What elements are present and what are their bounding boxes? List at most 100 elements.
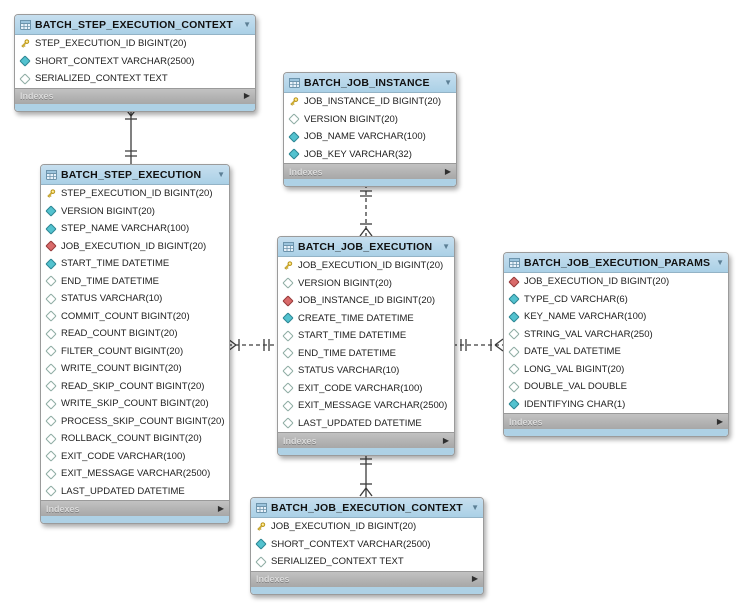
column-row[interactable]: WRITE_COUNT BIGINT(20): [41, 360, 229, 378]
column-row[interactable]: EXIT_CODE VARCHAR(100): [41, 448, 229, 466]
column-row[interactable]: EXIT_MESSAGE VARCHAR(2500): [41, 465, 229, 483]
column-row[interactable]: STEP_EXECUTION_ID BIGINT(20): [41, 185, 229, 203]
column-row[interactable]: END_TIME DATETIME: [278, 345, 454, 363]
indexes-row[interactable]: Indexes ▶: [15, 87, 255, 104]
collapse-triangle-icon[interactable]: ▼: [442, 241, 450, 251]
table-bottom-strip: [41, 516, 229, 523]
primary-key-icon: [256, 522, 266, 532]
column-label: JOB_EXECUTION_ID BIGINT(20): [271, 521, 417, 533]
column-row[interactable]: SHORT_CONTEXT VARCHAR(2500): [251, 536, 483, 554]
column-row[interactable]: VERSION BIGINT(20): [284, 111, 456, 129]
table-title: BATCH_JOB_EXECUTION: [298, 240, 433, 253]
column-row[interactable]: READ_COUNT BIGINT(20): [41, 325, 229, 343]
nullable-diamond-icon: [282, 347, 294, 359]
expand-arrow-icon[interactable]: ▶: [471, 574, 478, 583]
column-row[interactable]: EXIT_CODE VARCHAR(100): [278, 380, 454, 398]
column-row[interactable]: JOB_INSTANCE_ID BIGINT(20): [284, 93, 456, 111]
column-row[interactable]: READ_SKIP_COUNT BIGINT(20): [41, 378, 229, 396]
column-label: DATE_VAL DATETIME: [524, 346, 621, 358]
foreign-key-icon: [508, 276, 520, 288]
collapse-triangle-icon[interactable]: ▼: [217, 169, 225, 179]
column-row[interactable]: VERSION BIGINT(20): [41, 203, 229, 221]
column-row[interactable]: JOB_INSTANCE_ID BIGINT(20): [278, 292, 454, 310]
notnull-diamond-icon: [45, 258, 57, 270]
column-row[interactable]: END_TIME DATETIME: [41, 273, 229, 291]
table-title: BATCH_JOB_INSTANCE: [304, 76, 430, 89]
collapse-triangle-icon[interactable]: ▼: [444, 77, 452, 87]
column-row[interactable]: ROLLBACK_COUNT BIGINT(20): [41, 430, 229, 448]
expand-arrow-icon[interactable]: ▶: [243, 91, 250, 100]
collapse-triangle-icon[interactable]: ▼: [243, 19, 251, 29]
column-row[interactable]: PROCESS_SKIP_COUNT BIGINT(20): [41, 413, 229, 431]
expand-arrow-icon[interactable]: ▶: [716, 416, 723, 426]
column-label: FILTER_COUNT BIGINT(20): [61, 345, 184, 357]
indexes-row[interactable]: Indexes ▶: [41, 500, 229, 516]
column-row[interactable]: JOB_KEY VARCHAR(32): [284, 146, 456, 164]
notnull-diamond-icon: [282, 312, 294, 324]
column-row[interactable]: START_TIME DATETIME: [278, 327, 454, 345]
expand-arrow-icon[interactable]: ▶: [444, 166, 451, 176]
column-row[interactable]: JOB_EXECUTION_ID BIGINT(20): [278, 257, 454, 275]
column-row[interactable]: KEY_NAME VARCHAR(100): [504, 308, 728, 326]
column-row[interactable]: STEP_NAME VARCHAR(100): [41, 220, 229, 238]
expand-arrow-icon[interactable]: ▶: [217, 503, 224, 513]
column-label: JOB_INSTANCE_ID BIGINT(20): [298, 295, 436, 307]
entity-table-batch_step_execution[interactable]: BATCH_STEP_EXECUTION ▼ STEP_EXECUTION_ID…: [40, 164, 230, 524]
column-row[interactable]: COMMIT_COUNT BIGINT(20): [41, 308, 229, 326]
table-header[interactable]: BATCH_JOB_EXECUTION ▼: [278, 237, 454, 257]
nullable-diamond-icon: [45, 328, 57, 340]
table-header[interactable]: BATCH_STEP_EXECUTION_CONTEXT ▼: [15, 15, 255, 35]
column-row[interactable]: TYPE_CD VARCHAR(6): [504, 291, 728, 309]
table-title: BATCH_JOB_EXECUTION_CONTEXT: [271, 501, 463, 514]
expand-arrow-icon[interactable]: ▶: [442, 435, 449, 445]
column-row[interactable]: VERSION BIGINT(20): [278, 275, 454, 293]
column-row[interactable]: STATUS VARCHAR(10): [278, 362, 454, 380]
column-row[interactable]: EXIT_MESSAGE VARCHAR(2500): [278, 397, 454, 415]
primary-key-icon: [46, 189, 56, 199]
table-icon: [289, 77, 300, 88]
column-row[interactable]: JOB_EXECUTION_ID BIGINT(20): [41, 238, 229, 256]
column-row[interactable]: JOB_NAME VARCHAR(100): [284, 128, 456, 146]
table-header[interactable]: BATCH_JOB_EXECUTION_PARAMS ▼: [504, 253, 728, 273]
indexes-row[interactable]: Indexes ▶: [284, 163, 456, 179]
column-row[interactable]: START_TIME DATETIME: [41, 255, 229, 273]
entity-table-batch_job_execution[interactable]: BATCH_JOB_EXECUTION ▼ JOB_EXECUTION_ID B…: [277, 236, 455, 456]
primary-key-icon: [283, 261, 293, 271]
nullable-diamond-icon: [288, 113, 300, 125]
entity-table-batch_step_execution_context[interactable]: BATCH_STEP_EXECUTION_CONTEXT ▼ STEP_EXEC…: [14, 14, 256, 112]
nullable-diamond-icon: [19, 73, 31, 85]
column-row[interactable]: SERIALIZED_CONTEXT TEXT: [15, 70, 255, 88]
column-row[interactable]: WRITE_SKIP_COUNT BIGINT(20): [41, 395, 229, 413]
column-row[interactable]: DATE_VAL DATETIME: [504, 343, 728, 361]
column-row[interactable]: STATUS VARCHAR(10): [41, 290, 229, 308]
table-header[interactable]: BATCH_JOB_INSTANCE ▼: [284, 73, 456, 93]
collapse-triangle-icon[interactable]: ▼: [471, 502, 479, 512]
entity-table-batch_job_execution_params[interactable]: BATCH_JOB_EXECUTION_PARAMS ▼ JOB_EXECUTI…: [503, 252, 729, 437]
column-row[interactable]: LONG_VAL BIGINT(20): [504, 361, 728, 379]
nullable-diamond-icon: [45, 293, 57, 305]
entity-table-batch_job_instance[interactable]: BATCH_JOB_INSTANCE ▼ JOB_INSTANCE_ID BIG…: [283, 72, 457, 187]
column-row[interactable]: JOB_EXECUTION_ID BIGINT(20): [251, 518, 483, 536]
column-row[interactable]: FILTER_COUNT BIGINT(20): [41, 343, 229, 361]
column-row[interactable]: LAST_UPDATED DATETIME: [41, 483, 229, 501]
column-row[interactable]: IDENTIFYING CHAR(1): [504, 396, 728, 414]
collapse-triangle-icon[interactable]: ▼: [716, 257, 724, 267]
column-row[interactable]: SHORT_CONTEXT VARCHAR(2500): [15, 53, 255, 71]
indexes-row[interactable]: Indexes ▶: [278, 432, 454, 448]
table-header[interactable]: BATCH_STEP_EXECUTION ▼: [41, 165, 229, 185]
column-label: JOB_INSTANCE_ID BIGINT(20): [304, 96, 442, 108]
column-row[interactable]: DOUBLE_VAL DOUBLE: [504, 378, 728, 396]
column-row[interactable]: STRING_VAL VARCHAR(250): [504, 326, 728, 344]
column-row[interactable]: LAST_UPDATED DATETIME: [278, 415, 454, 433]
table-header[interactable]: BATCH_JOB_EXECUTION_CONTEXT ▼: [251, 498, 483, 518]
entity-table-batch_job_execution_context[interactable]: BATCH_JOB_EXECUTION_CONTEXT ▼ JOB_EXECUT…: [250, 497, 484, 595]
column-row[interactable]: STEP_EXECUTION_ID BIGINT(20): [15, 35, 255, 53]
indexes-row[interactable]: Indexes ▶: [251, 570, 483, 587]
column-row[interactable]: SERIALIZED_CONTEXT TEXT: [251, 553, 483, 571]
column-label: WRITE_SKIP_COUNT BIGINT(20): [61, 398, 209, 410]
indexes-row[interactable]: Indexes ▶: [504, 413, 728, 429]
column-row[interactable]: CREATE_TIME DATETIME: [278, 310, 454, 328]
column-row[interactable]: JOB_EXECUTION_ID BIGINT(20): [504, 273, 728, 291]
